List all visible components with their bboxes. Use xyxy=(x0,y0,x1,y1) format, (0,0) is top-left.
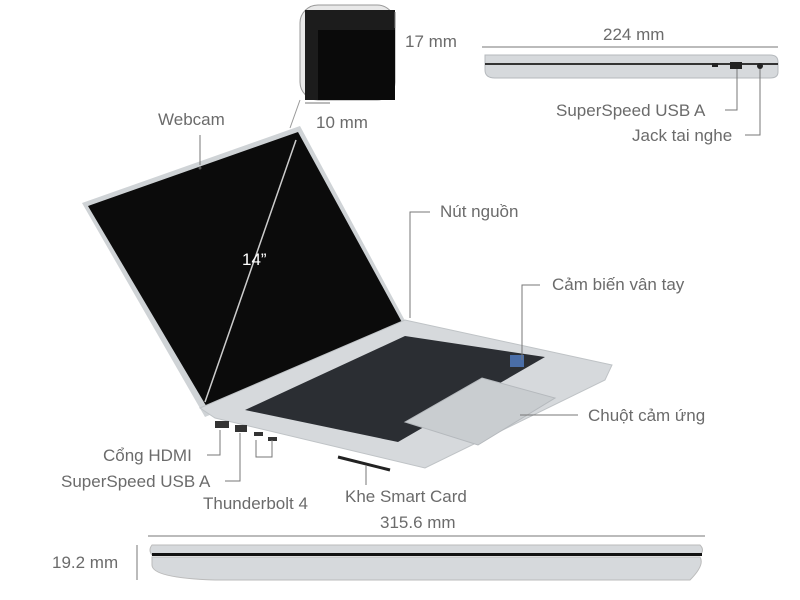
front-view xyxy=(149,544,703,581)
width-label: 315.6 mm xyxy=(380,513,456,532)
usb-right-leader xyxy=(725,69,738,111)
jack-label: Jack tai nghe xyxy=(632,126,733,145)
screen-size-label: 14” xyxy=(242,250,267,269)
hdmi-label: Cổng HDMI xyxy=(103,446,192,465)
bezel-side-label: 10 mm xyxy=(316,113,368,132)
fingerprint-leader xyxy=(521,284,540,360)
bezel-inset xyxy=(299,4,396,101)
jack-leader xyxy=(745,69,761,136)
inset-leader xyxy=(289,99,301,129)
power-button-label: Nút nguồn xyxy=(440,202,519,221)
power-leader xyxy=(409,211,430,318)
thunderbolt-leader xyxy=(255,440,273,458)
thunderbolt-label: Thunderbolt 4 xyxy=(203,494,308,513)
usb-left-leader xyxy=(225,433,241,482)
fingerprint-label: Cảm biến vân tay xyxy=(552,275,685,294)
laptop-lid xyxy=(82,126,410,417)
hdmi-leader xyxy=(207,430,221,456)
side-view xyxy=(484,54,779,79)
webcam-dot xyxy=(198,166,202,170)
depth-label: 224 mm xyxy=(603,25,665,44)
smartcard-label: Khe Smart Card xyxy=(345,487,467,506)
usb-left-label: SuperSpeed USB A xyxy=(61,472,211,491)
laptop-base xyxy=(198,319,613,472)
touchpad-label: Chuột cảm ứng xyxy=(588,406,706,425)
webcam-label: Webcam xyxy=(158,110,225,129)
diagonal-arrow xyxy=(204,139,297,403)
thickness-label: 19.2 mm xyxy=(52,553,119,572)
usb-right-label: SuperSpeed USB A xyxy=(556,101,706,120)
bezel-top-label: 17 mm xyxy=(405,32,457,51)
